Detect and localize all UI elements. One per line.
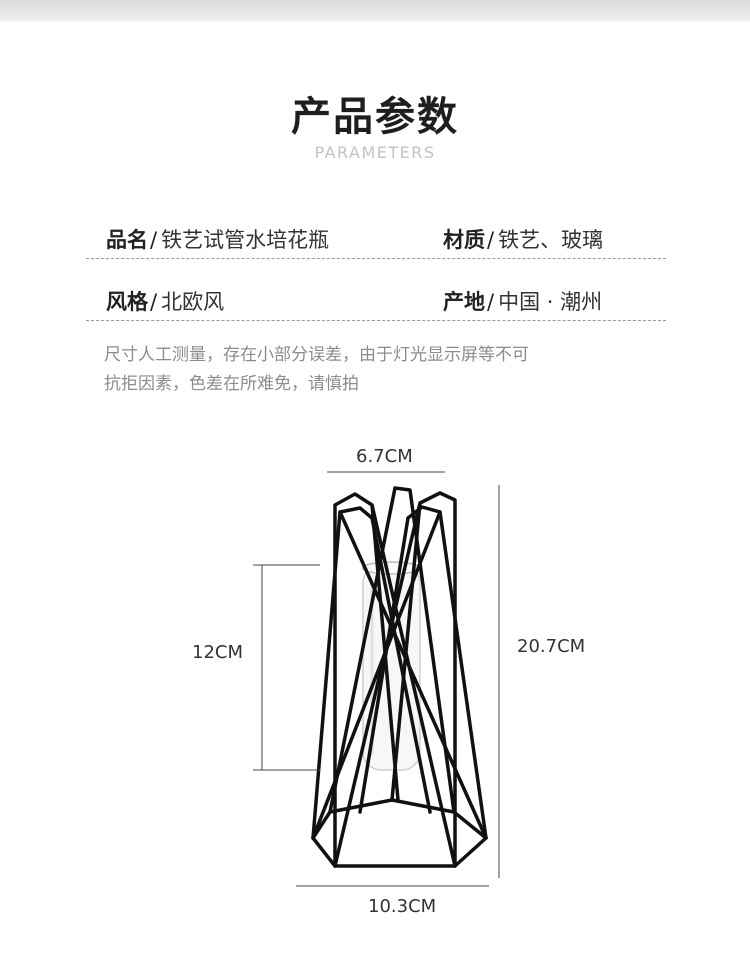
param-style: 风格/北欧风 — [106, 286, 224, 316]
param-separator: / — [150, 228, 158, 252]
measurement-note: 尺寸人工测量，存在小部分误差，由于灯光显示屏等不可 抗拒因素，色差在所难免，请慎… — [104, 341, 664, 399]
param-key: 风格 — [106, 290, 148, 314]
page-subtitle: PARAMETERS — [314, 143, 436, 162]
top-width-label: 6.7CM — [356, 446, 413, 467]
top-banner-strip — [0, 0, 750, 22]
param-row-2: 风格/北欧风 产地/中国 · 潮州 — [86, 280, 666, 321]
param-name: 品名/铁艺试管水培花瓶 — [106, 224, 329, 254]
param-key: 材质 — [443, 228, 485, 252]
param-value: 北欧风 — [161, 290, 225, 314]
param-separator: / — [150, 290, 158, 314]
total-height-label: 20.7CM — [517, 636, 586, 657]
note-line: 抗拒因素，色差在所难免，请慎拍 — [104, 374, 359, 394]
iron-frame-image — [311, 486, 488, 868]
param-separator: / — [487, 290, 495, 314]
param-value: 中国 · 潮州 — [498, 290, 603, 314]
base-width-label: 10.3CM — [368, 896, 437, 917]
param-separator: / — [487, 228, 495, 252]
tube-height-label: 12CM — [192, 642, 244, 663]
param-key: 产地 — [443, 290, 485, 314]
param-material: 材质/铁艺、玻璃 — [443, 224, 603, 254]
param-value: 铁艺、玻璃 — [498, 228, 604, 252]
param-key: 品名 — [106, 228, 148, 252]
dimension-lines — [253, 471, 500, 887]
page-title: 产品参数 — [291, 94, 459, 140]
note-line: 尺寸人工测量，存在小部分误差，由于灯光显示屏等不可 — [104, 345, 529, 365]
param-value: 铁艺试管水培花瓶 — [161, 228, 330, 252]
param-row-1: 品名/铁艺试管水培花瓶 材质/铁艺、玻璃 — [86, 218, 666, 259]
param-origin: 产地/中国 · 潮州 — [443, 286, 602, 316]
